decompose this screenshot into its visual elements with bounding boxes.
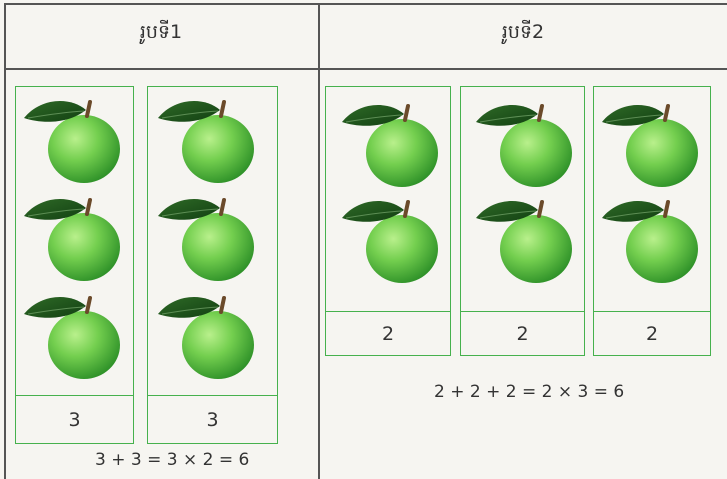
figure2-equation: 2 + 2 + 2 = 2 × 3 = 6 bbox=[434, 382, 625, 402]
green-apple-icon bbox=[598, 194, 702, 284]
green-apple-icon bbox=[598, 98, 702, 188]
green-apple-icon bbox=[154, 94, 258, 184]
figure2-count-3: 2 bbox=[593, 311, 711, 356]
green-apple-icon bbox=[20, 290, 124, 380]
green-apple-icon bbox=[154, 192, 258, 282]
green-apple-icon bbox=[154, 290, 258, 380]
figure1-equation: 3 + 3 = 3 × 2 = 6 bbox=[95, 450, 250, 470]
table-left-border bbox=[4, 3, 6, 479]
figure2-count-1: 2 bbox=[325, 311, 451, 356]
green-apple-icon bbox=[20, 192, 124, 282]
figure1-count-1: 3 bbox=[15, 395, 134, 444]
header-bottom-border bbox=[4, 68, 727, 70]
figure2-count-2: 2 bbox=[460, 311, 585, 356]
column-divider bbox=[318, 3, 320, 479]
figure1-title: រូបទី1 bbox=[139, 21, 183, 43]
table-top-border bbox=[4, 3, 727, 5]
green-apple-icon bbox=[20, 94, 124, 184]
green-apple-icon bbox=[338, 194, 442, 284]
green-apple-icon bbox=[472, 98, 576, 188]
green-apple-icon bbox=[472, 194, 576, 284]
green-apple-icon bbox=[338, 98, 442, 188]
figure2-title: រូបទី2 bbox=[501, 21, 545, 43]
figure1-count-2: 3 bbox=[147, 395, 278, 444]
